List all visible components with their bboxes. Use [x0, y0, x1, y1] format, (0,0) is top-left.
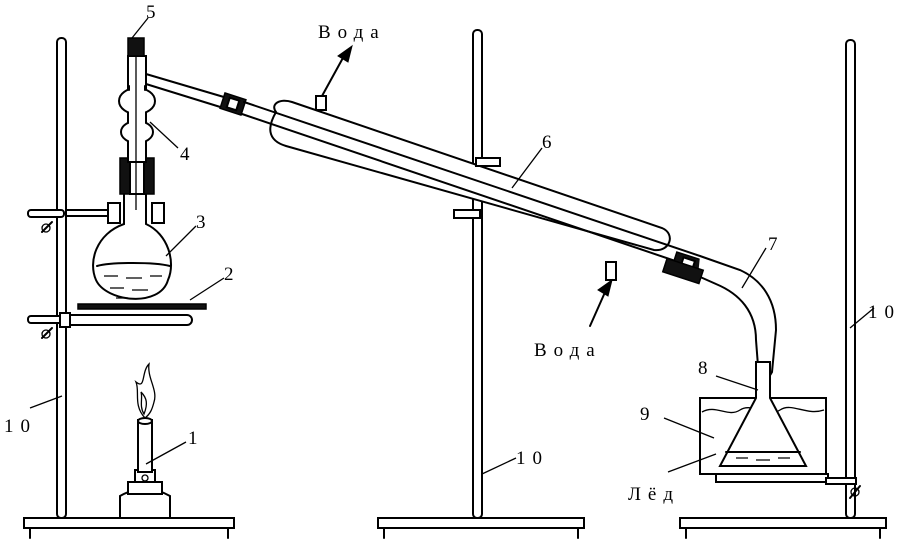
leader-lines: [29, 17, 875, 475]
water-in-arrow: [589, 278, 613, 327]
fractionating-column: [118, 55, 156, 163]
label-adapter: 7: [768, 234, 778, 255]
label-stand-left: 10: [4, 416, 37, 437]
label-stand-right: 10: [868, 302, 901, 323]
receiver-flask: [718, 361, 808, 467]
flask-clamp: [27, 202, 165, 233]
bunsen-burner: [119, 362, 171, 519]
label-column: 4: [180, 144, 190, 165]
round-bottom-flask: [92, 189, 172, 300]
label-thermometer: 5: [146, 2, 156, 23]
water-in-label: Вода: [534, 340, 602, 361]
label-bath: 9: [640, 404, 650, 425]
label-stand-middle: 10: [516, 448, 549, 469]
label-receiver: 8: [698, 358, 708, 379]
label-flask: 3: [196, 212, 206, 233]
left-stand: [23, 37, 235, 539]
stopper: [119, 157, 155, 195]
ice-label: Лёд: [628, 484, 680, 505]
water-out-arrow: [321, 44, 353, 97]
flame-icon: [134, 362, 156, 419]
allonge-adapter: [661, 251, 778, 396]
label-burner: 1: [188, 428, 198, 449]
ring-clamp: [27, 312, 193, 339]
label-condenser: 6: [542, 132, 552, 153]
water-out-label: Вода: [318, 22, 386, 43]
thermometer: [127, 37, 145, 210]
side-arm: [145, 73, 247, 116]
right-stand: [679, 39, 887, 539]
liebig-condenser: [241, 95, 701, 281]
label-plate: 2: [224, 264, 234, 285]
heating-plate: [77, 303, 207, 310]
middle-stand: [377, 29, 585, 539]
